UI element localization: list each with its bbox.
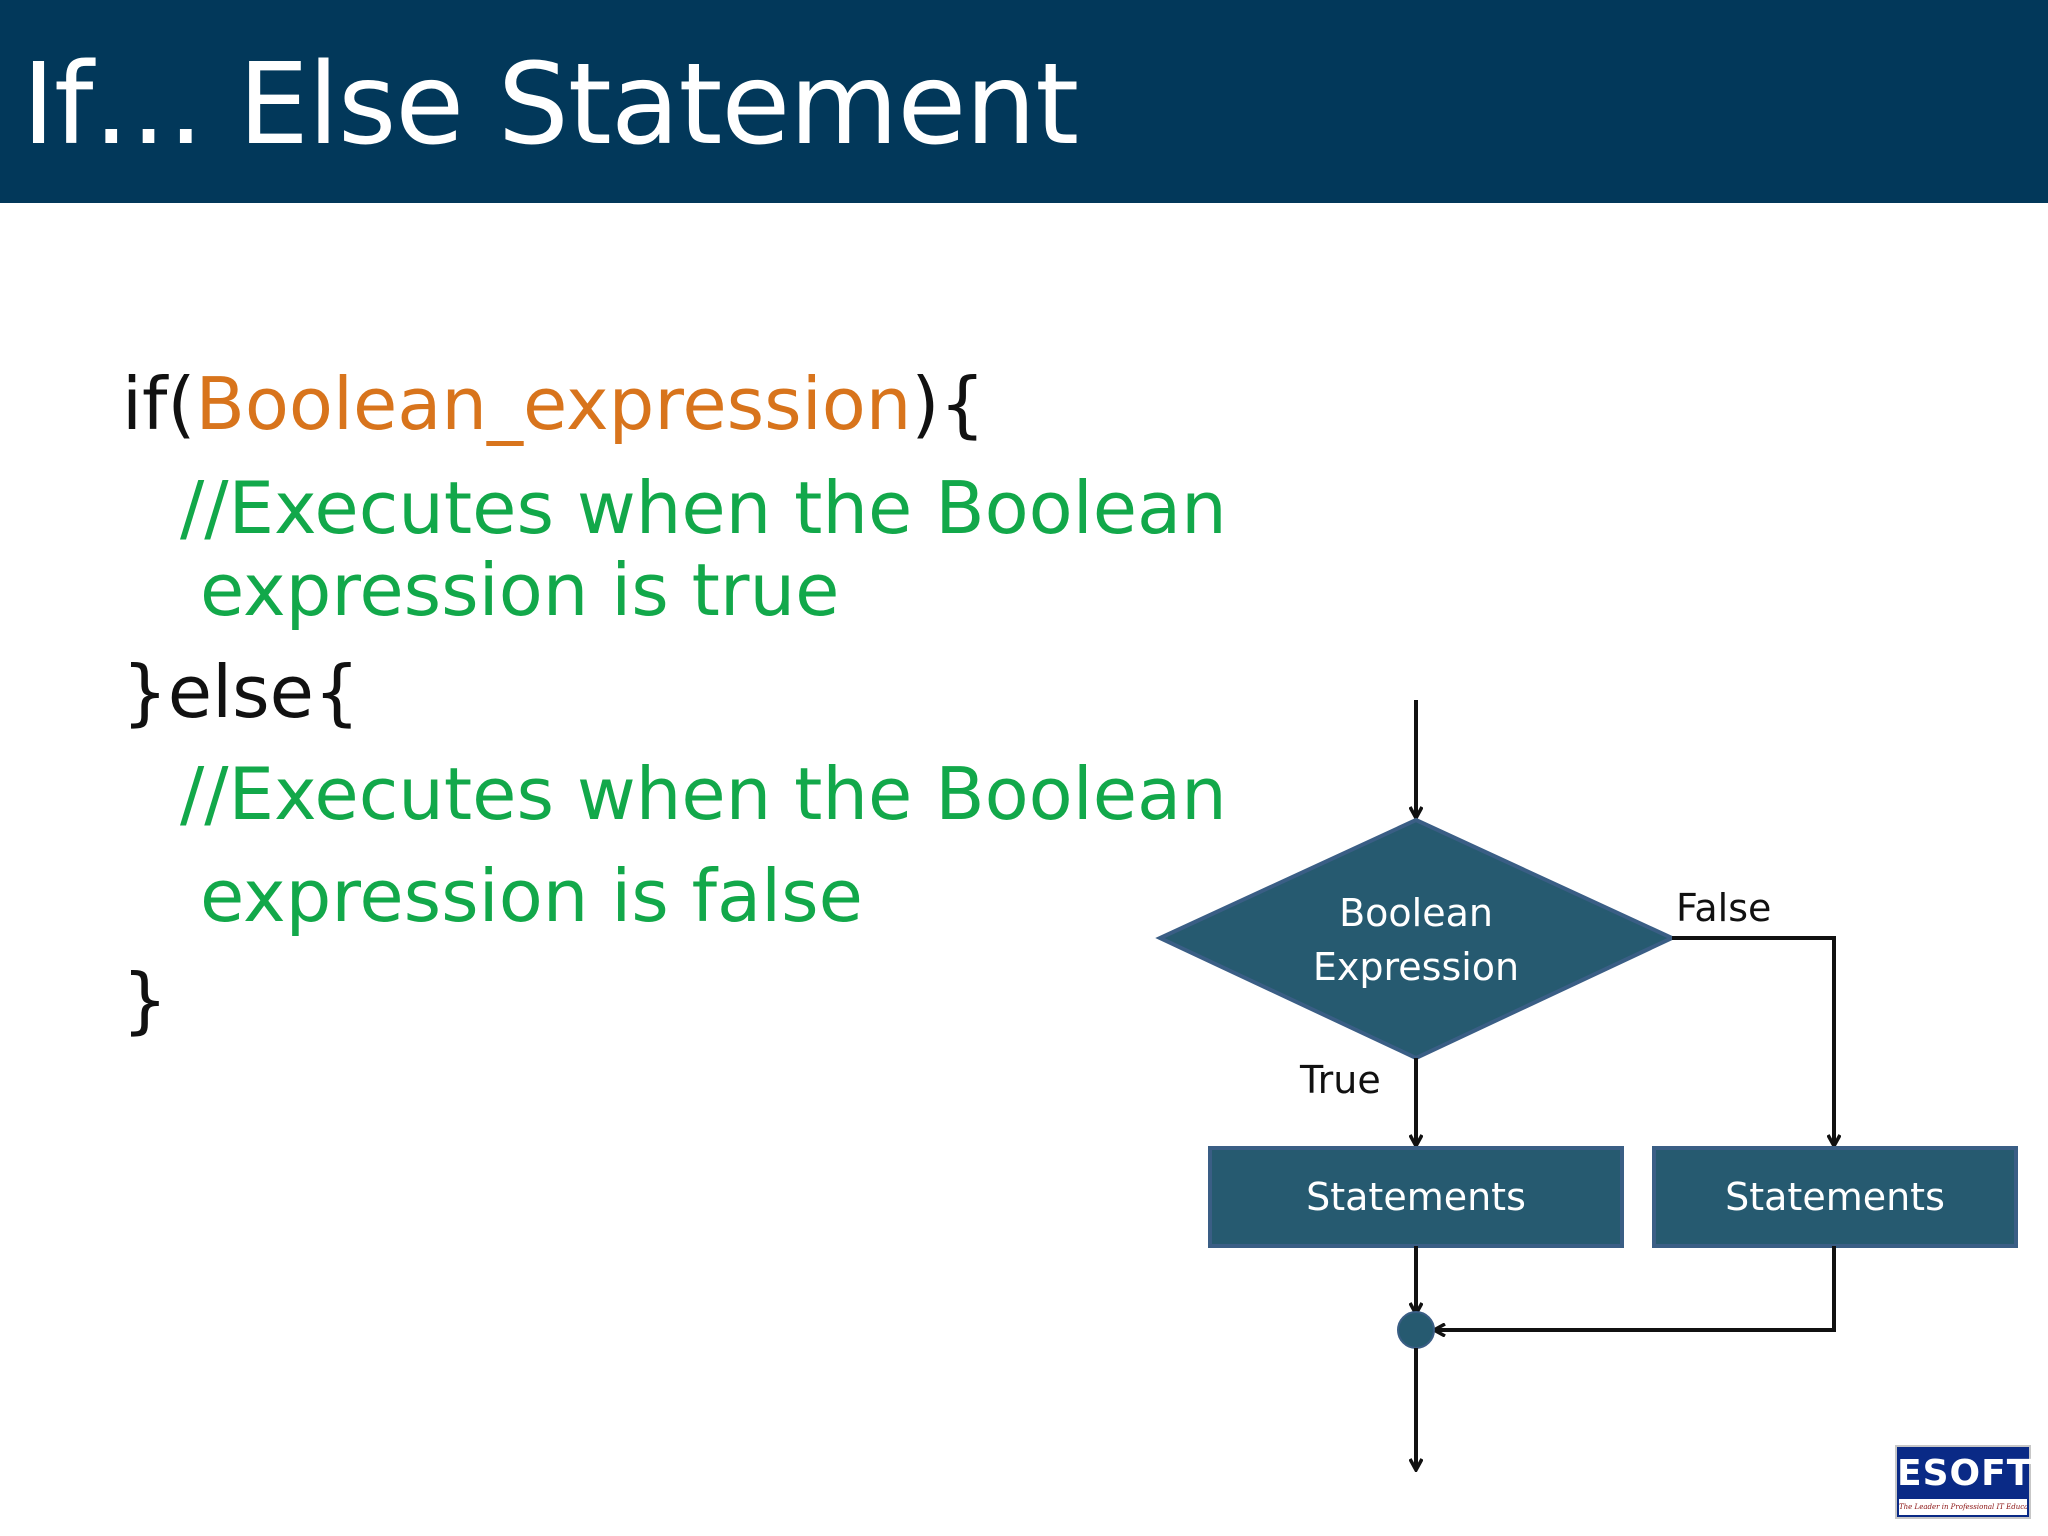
slide-title: If… Else Statement bbox=[22, 40, 1079, 170]
code-else-line: }else{ bbox=[122, 650, 360, 734]
logo-brand: ESOFT bbox=[1897, 1453, 2033, 1494]
true-statements-label: Statements bbox=[1306, 1175, 1526, 1219]
flow-false-arrow bbox=[1672, 936, 1834, 1146]
decision-label: Boolean Expression bbox=[1266, 886, 1566, 994]
logo-tagline: The Leader in Professional IT Education bbox=[1899, 1499, 2027, 1515]
true-edge-label: True bbox=[1300, 1058, 1381, 1102]
code-comment-false-line2: expression is false bbox=[200, 854, 863, 938]
flow-merge-right-arrow bbox=[1434, 1246, 1836, 1330]
false-statements-box bbox=[1652, 1146, 2018, 1248]
true-statements-box bbox=[1208, 1146, 1624, 1248]
code-line-if: if(Boolean_expression){ bbox=[122, 362, 985, 446]
code-comment-false-line1: //Executes when the Boolean bbox=[180, 752, 1227, 836]
merge-node bbox=[1397, 1311, 1435, 1349]
code-comment-true-line1: //Executes when the Boolean bbox=[180, 466, 1227, 550]
code-comment-true-line2: expression is true bbox=[200, 548, 840, 632]
decision-label-line2: Expression bbox=[1312, 945, 1520, 989]
code-close-brace: } bbox=[122, 958, 168, 1042]
decision-label-line1: Boolean bbox=[1339, 891, 1493, 935]
code-condition: Boolean_expression bbox=[195, 362, 912, 446]
code-if-close: ){ bbox=[911, 362, 986, 446]
title-bar: If… Else Statement bbox=[0, 0, 2048, 203]
false-statements-label: Statements bbox=[1725, 1175, 1945, 1219]
esoft-logo: ESOFT The Leader in Professional IT Educ… bbox=[1895, 1445, 2031, 1519]
false-edge-label: False bbox=[1676, 886, 1772, 930]
code-if-open: if( bbox=[122, 362, 196, 446]
